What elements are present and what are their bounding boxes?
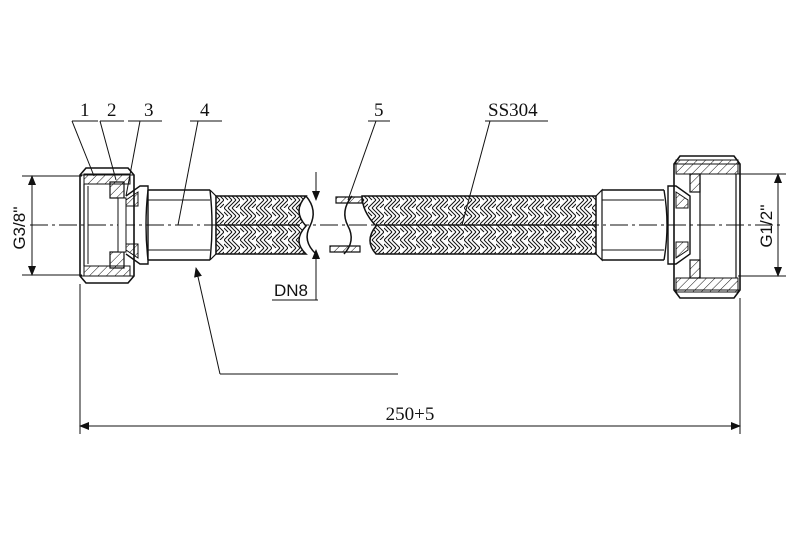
left-seal: [109, 181, 127, 269]
dimension-lines: [22, 172, 786, 434]
callout-5: 5: [374, 100, 384, 121]
right-nut: [673, 155, 741, 299]
thread-left-label: G3/8'': [10, 206, 29, 249]
leader-lines: [71, 120, 548, 375]
thread-right-label: G1/2'': [757, 204, 776, 247]
left-nut: [79, 167, 135, 284]
callout-4: 4: [200, 100, 210, 121]
callout-1: 1: [80, 100, 90, 121]
callout-3: 3: [144, 100, 154, 121]
right-insert: [667, 185, 691, 265]
inner-diameter-label: DN8: [274, 281, 308, 300]
callout-2: 2: [107, 100, 117, 121]
braided-hose-right: [361, 195, 597, 255]
right-ferrule: [595, 188, 668, 262]
hose-break: [305, 195, 363, 255]
callout-material: SS304: [488, 100, 538, 121]
left-insert: [125, 185, 149, 265]
overall-length-label: 250+5: [386, 404, 435, 425]
braided-hose-left: [215, 195, 308, 255]
